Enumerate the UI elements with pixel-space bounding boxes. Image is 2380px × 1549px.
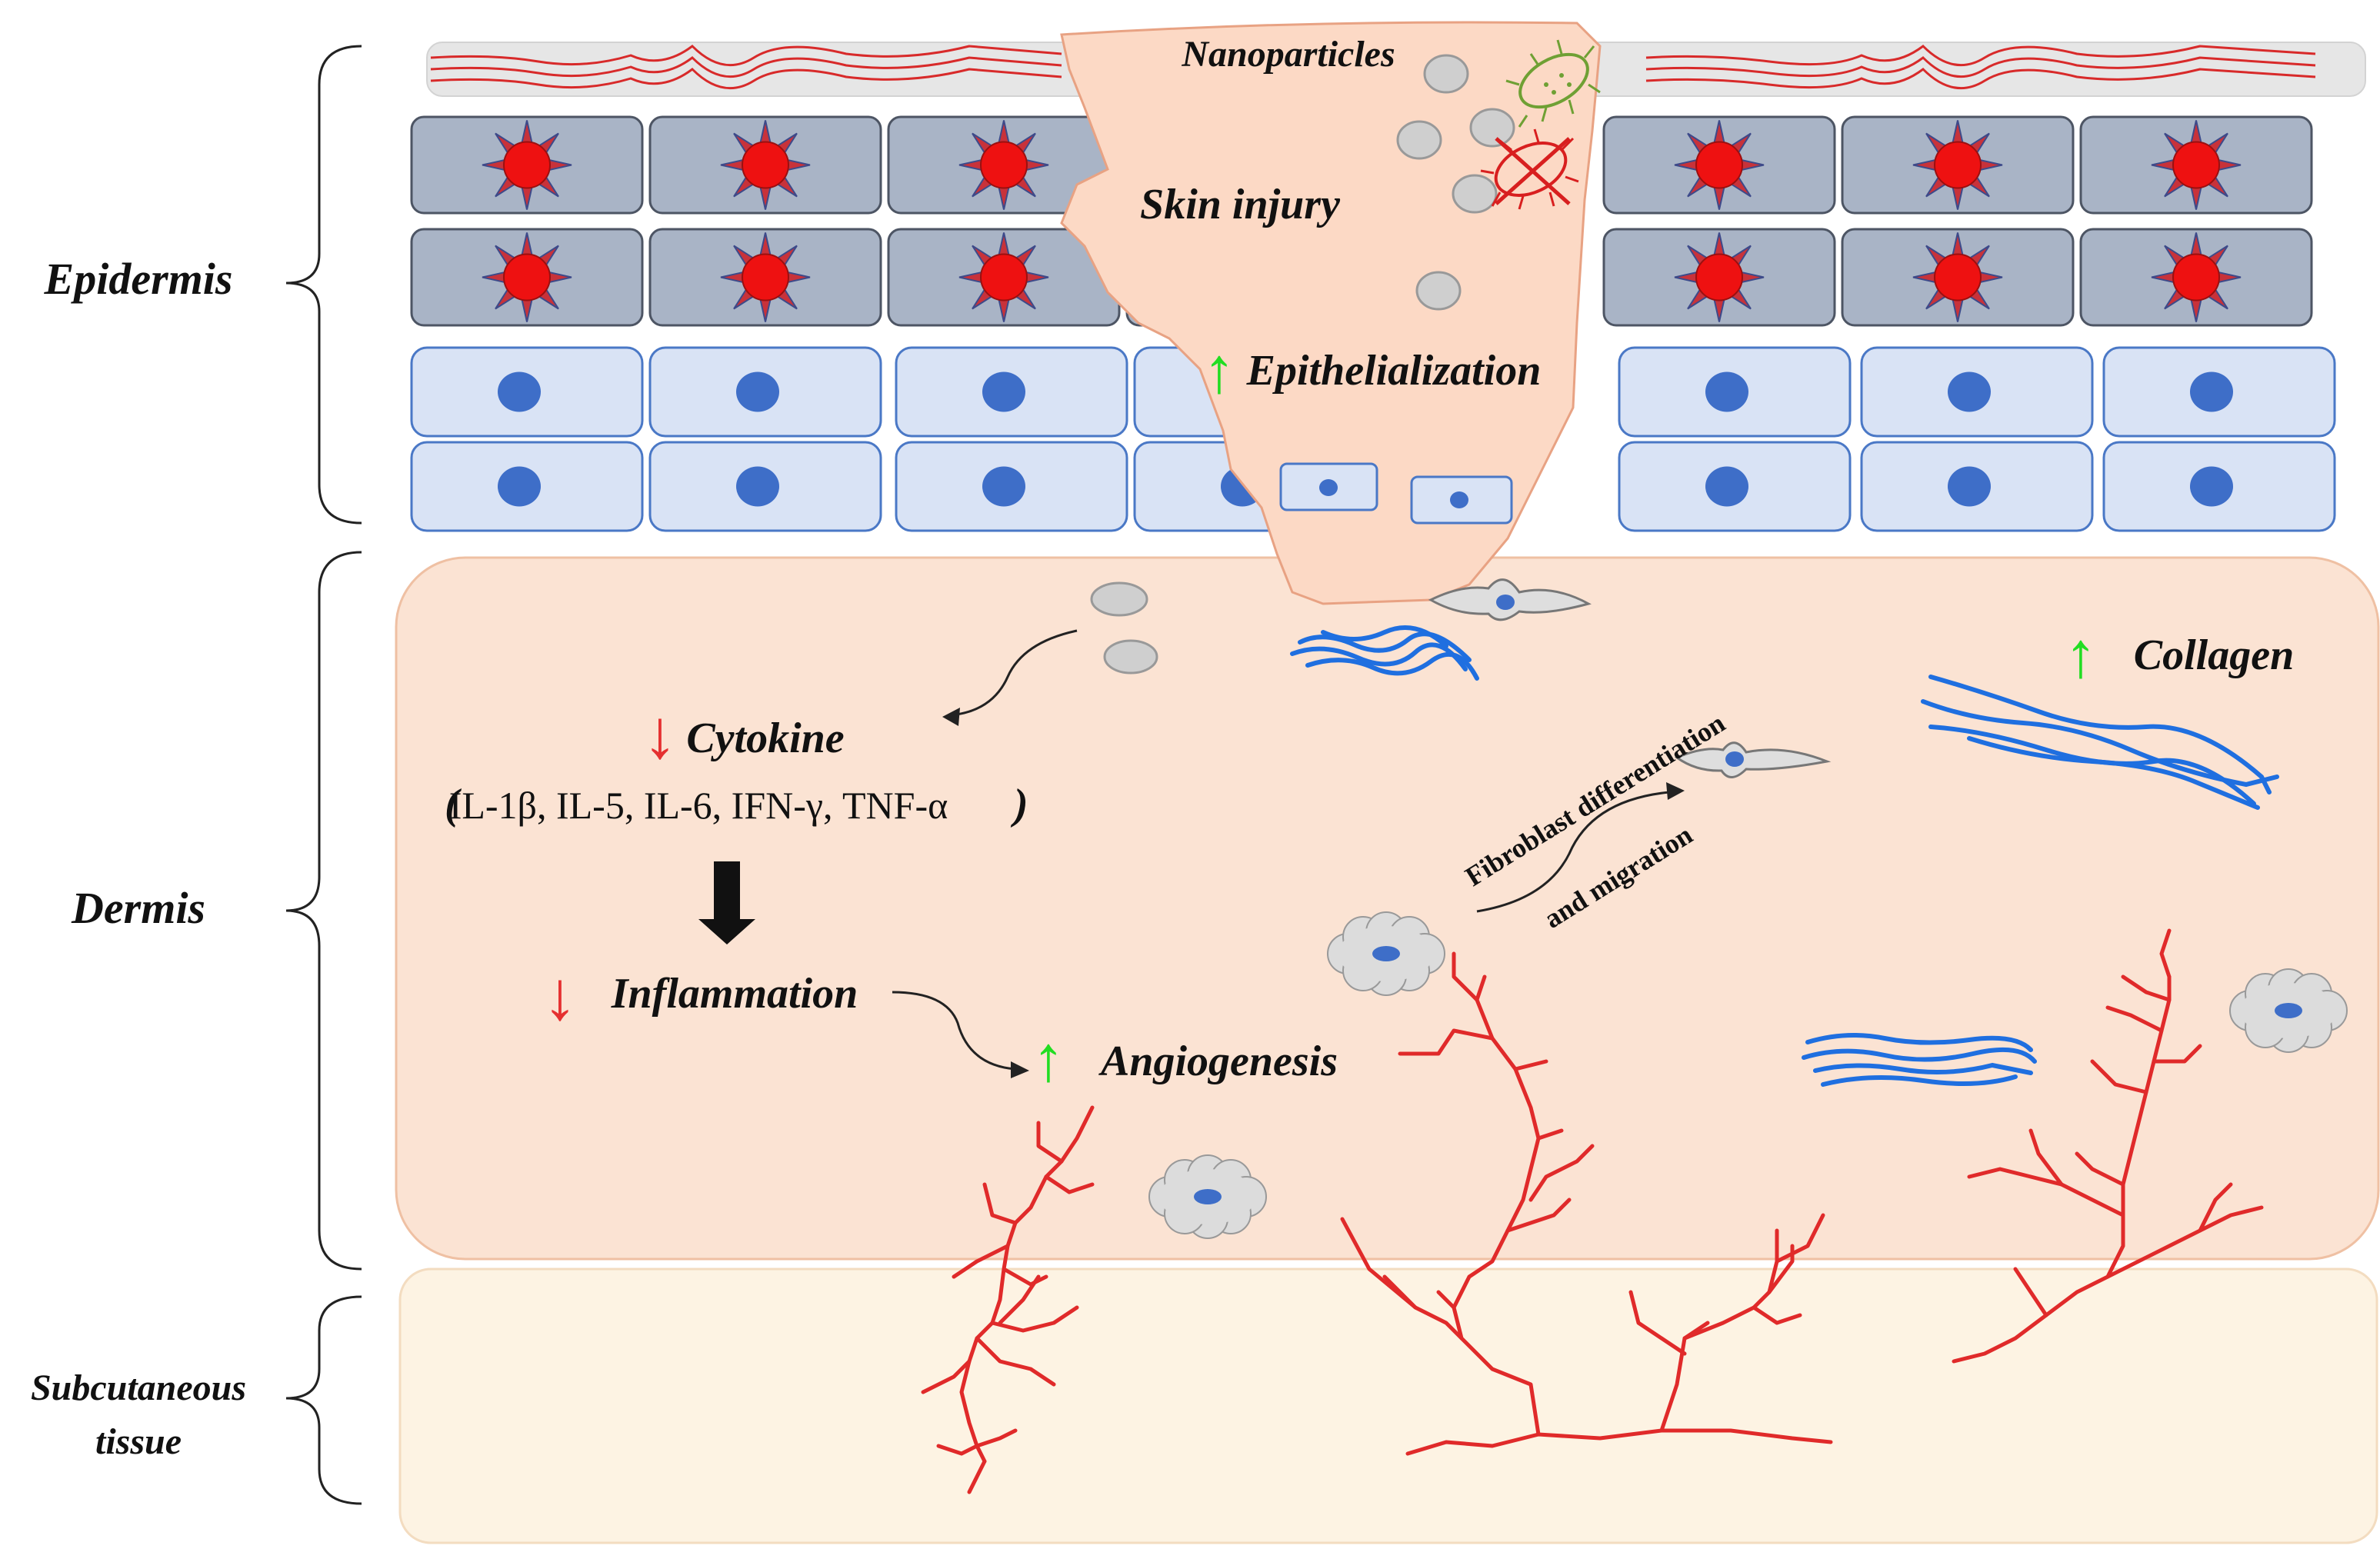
thick-down-arrow xyxy=(698,861,755,944)
keratinocyte-nucleus xyxy=(1934,141,1982,189)
keratinocyte-nucleus xyxy=(503,253,551,301)
keratinocyte-nucleus xyxy=(2172,141,2220,189)
subcutaneous-label-line2: tissue xyxy=(95,1421,182,1462)
immune-cell xyxy=(1327,911,1445,996)
collagen-fiber-bundle xyxy=(1290,625,1479,681)
migrating-epithelial-cells xyxy=(1279,462,1513,525)
subcutaneous-layer xyxy=(398,1268,2378,1544)
inflammation-down-arrow: ↓ xyxy=(543,958,578,1034)
basal-cell-row-2 xyxy=(410,441,2336,532)
collagen-label: Collagen xyxy=(2134,631,2294,679)
blood-vessels xyxy=(921,928,2264,1494)
fibroblast-spindle-icon xyxy=(1428,578,1592,621)
bacteria-icon xyxy=(1505,39,1601,128)
basal-cell-nucleus xyxy=(498,371,541,412)
cytokine-list: IL-1β, IL-5, IL-6, IFN-γ, TNF-α xyxy=(449,784,948,827)
keratinocyte-nucleus xyxy=(742,141,789,189)
cytokine-close-paren: ) xyxy=(1010,781,1028,828)
epithelialization-arrow: ↑ xyxy=(1203,335,1235,407)
keratinocyte-nucleus xyxy=(1695,141,1743,189)
keratinocyte-nucleus xyxy=(742,253,789,301)
basal-cell-nucleus xyxy=(498,466,541,507)
basal-cell-row-1 xyxy=(410,346,2336,438)
arrowhead xyxy=(1666,782,1685,800)
immune-cell xyxy=(1148,1154,1267,1239)
nanoparticles-group xyxy=(1090,54,1515,675)
skin-injury-label: Skin injury xyxy=(1140,181,1341,228)
basal-cell-nucleus xyxy=(2190,466,2233,507)
corneum-fibers xyxy=(430,45,2316,90)
inflammation-label: Inflammation xyxy=(611,970,858,1018)
basal-cell-nucleus xyxy=(982,371,1025,412)
collagen-fiber-bundle xyxy=(1921,675,2279,810)
immune-cells xyxy=(1148,911,2348,1239)
basal-cell-nucleus xyxy=(1705,466,1748,507)
basal-cell-nucleus xyxy=(736,466,779,507)
collagen-up-arrow: ↑ xyxy=(2065,620,2097,691)
immune-cell xyxy=(2229,968,2348,1053)
nanoparticle-to-cytokine-arrow xyxy=(949,629,1078,717)
basal-cell-nucleus xyxy=(1948,466,1991,507)
keratinocyte-nucleus xyxy=(2172,253,2220,301)
arrowhead xyxy=(942,708,960,726)
keratinocyte-nucleus xyxy=(980,253,1028,301)
basal-cell-nucleus xyxy=(1948,371,1991,412)
epidermis-label: Epidermis xyxy=(44,254,233,304)
basal-cell-nucleus xyxy=(736,371,779,412)
keratinocyte-nucleus xyxy=(503,141,551,189)
subcutaneous-label: Subcutaneous xyxy=(31,1367,246,1408)
basal-cell-nucleus xyxy=(1705,371,1748,412)
skin-injury-wound xyxy=(1060,21,1602,605)
arrowhead xyxy=(1011,1061,1029,1078)
cytokine-open-paren: ( xyxy=(445,781,462,828)
angiogenesis-up-arrow: ↑ xyxy=(1032,1024,1065,1095)
basal-cell-nucleus xyxy=(2190,371,2233,412)
angiogenesis-label: Angiogenesis xyxy=(1098,1038,1338,1085)
basal-cell-nucleus xyxy=(982,466,1025,507)
dermis-label: Dermis xyxy=(71,883,205,933)
inflammation-to-angiogenesis-arrow xyxy=(892,991,1016,1071)
epithelialization-label: Epithelialization xyxy=(1246,347,1542,395)
cytokine-label: Cytokine xyxy=(686,715,844,762)
nanoparticles-label: Nanoparticles xyxy=(1181,34,1395,75)
fibroblast-differentiation-arrow xyxy=(1476,791,1670,913)
cytokine-down-arrow: ↓ xyxy=(643,697,678,773)
layer-brackets xyxy=(285,45,362,1505)
keratinocyte-nucleus xyxy=(1934,253,1982,301)
fibroblast-spindle-icon xyxy=(1674,741,1832,778)
keratinocyte-nucleus xyxy=(980,141,1028,189)
collagen-fiber-bundle xyxy=(1802,1033,2037,1087)
dead-bacteria-icon xyxy=(1480,128,1579,210)
keratinocyte-nucleus xyxy=(1695,253,1743,301)
